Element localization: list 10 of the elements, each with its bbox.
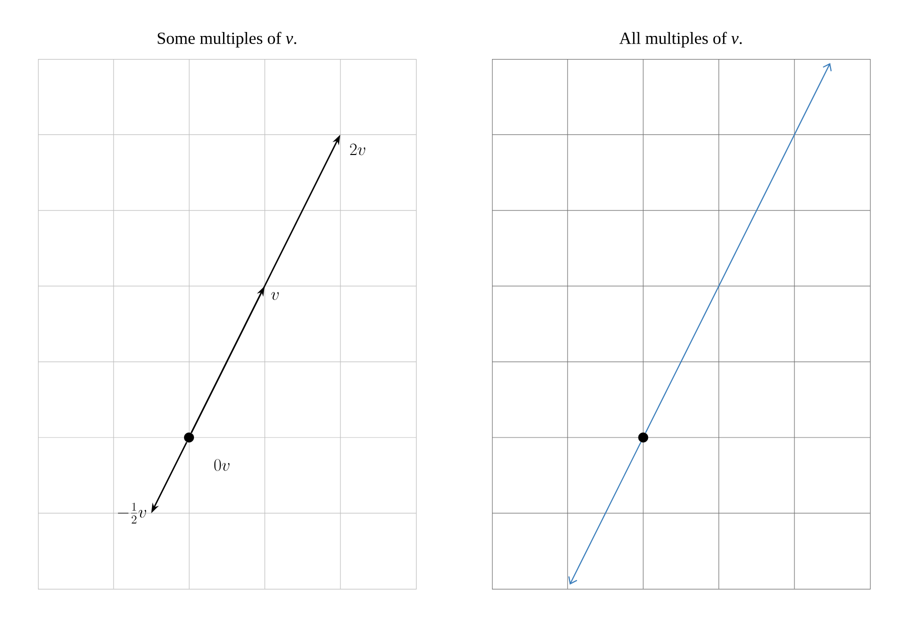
- vector-label: $-\frac{1}{2}v$: [118, 502, 146, 524]
- vector-label: $2v$: [350, 144, 366, 156]
- arrow: [645, 63, 832, 434]
- arrow: [568, 442, 642, 585]
- panel-title: Some multiples of v.: [158, 32, 296, 48]
- vector-label: $0v$: [214, 459, 230, 471]
- panel-title: All multiples of v.: [619, 32, 742, 48]
- dot: [184, 432, 194, 442]
- vector-label: $v$: [271, 292, 279, 300]
- dot: [638, 432, 648, 442]
